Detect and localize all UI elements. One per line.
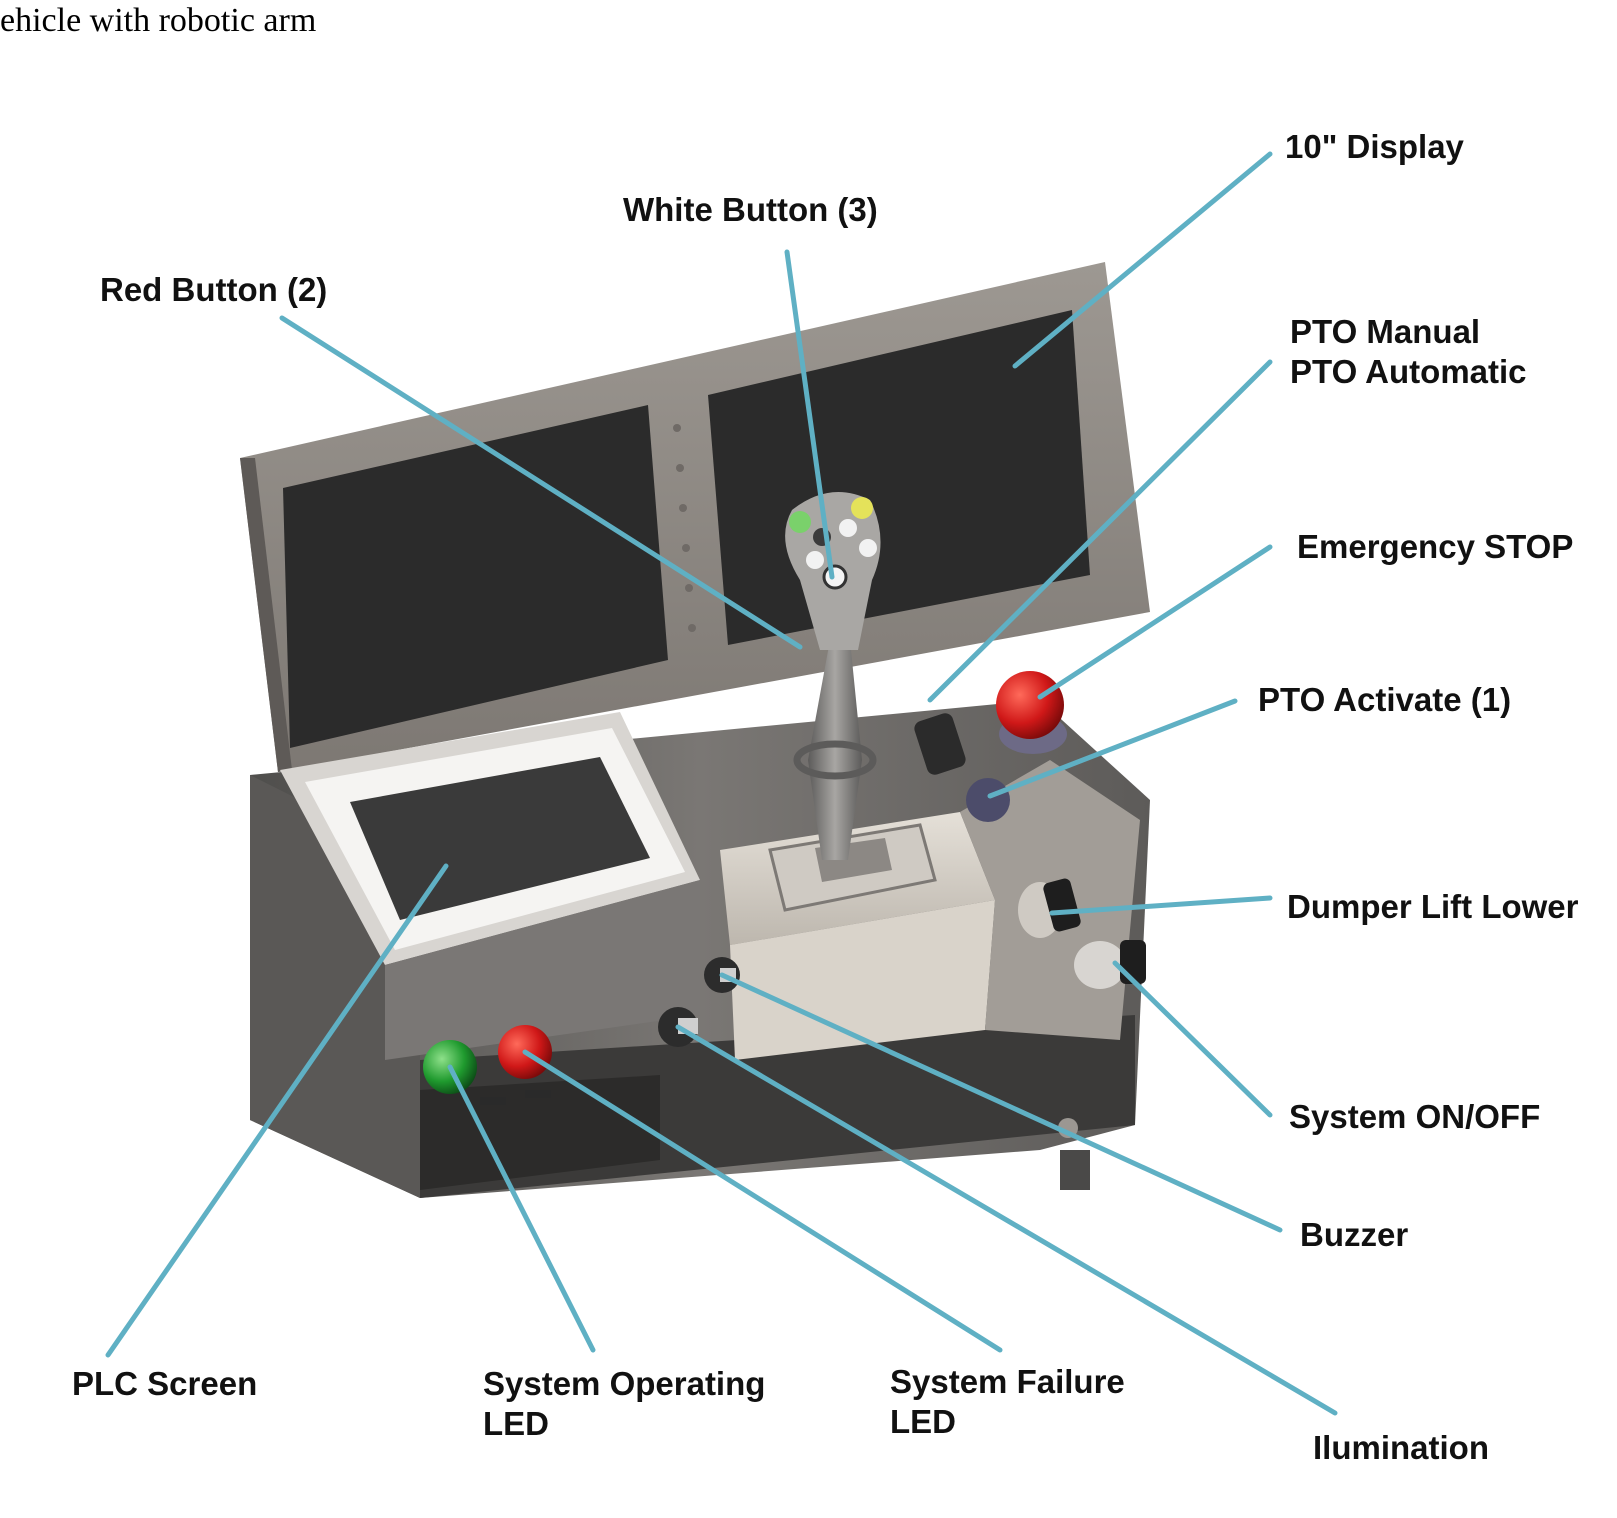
label-buzzer: Buzzer xyxy=(1300,1216,1409,1253)
yellow-button-icon xyxy=(851,497,873,519)
white-button-icon xyxy=(822,564,848,590)
leader-white-button xyxy=(784,249,835,580)
leader-display xyxy=(1012,151,1273,369)
leader-system-operating-led xyxy=(447,1064,596,1353)
plc-block xyxy=(280,712,700,1060)
leader-plc-screen xyxy=(105,863,449,1358)
plc-screen xyxy=(350,757,650,920)
emergency-stop-icon xyxy=(996,671,1064,739)
leader-illumination xyxy=(675,1024,1338,1416)
leader-emergency-stop xyxy=(1037,544,1273,700)
label-illumination: Ilumination xyxy=(1313,1429,1489,1466)
leader-system-on-off xyxy=(1112,960,1273,1118)
pto-switch-icon xyxy=(914,713,966,775)
left-screen xyxy=(283,405,668,748)
label-white-button: White Button (3) xyxy=(623,191,878,228)
leader-pto-manual xyxy=(927,359,1273,703)
pto-activate-icon xyxy=(966,778,1010,822)
label-system-operating-led: System Operating LED xyxy=(483,1365,766,1442)
label-system-on-off: System ON/OFF xyxy=(1289,1098,1541,1135)
label-emergency-stop: Emergency STOP xyxy=(1297,528,1574,565)
label-red-button: Red Button (2) xyxy=(100,271,328,308)
leader-pto-activate xyxy=(987,698,1238,799)
label-plc-screen: PLC Screen xyxy=(72,1365,258,1402)
leader-buzzer xyxy=(719,972,1283,1233)
figure-caption: ehicle with robotic arm xyxy=(0,2,317,39)
leader-red-button xyxy=(279,315,803,650)
label-pto-activate: PTO Activate (1) xyxy=(1258,681,1512,718)
leader-dumper xyxy=(1049,895,1273,916)
green-button-icon xyxy=(789,511,811,533)
label-pto-manual-automatic: PTO Manual PTO Automatic xyxy=(1290,313,1527,390)
label-dumper-lift-lower: Dumper Lift Lower xyxy=(1287,888,1579,925)
leader-lines xyxy=(105,151,1338,1416)
label-system-failure-led: System Failure LED xyxy=(890,1363,1125,1440)
dumper-switch-icon xyxy=(1043,878,1081,932)
leader-system-failure-led xyxy=(522,1049,1003,1353)
right-controls xyxy=(914,671,1146,1138)
label-10-inch-display: 10" Display xyxy=(1285,128,1464,165)
